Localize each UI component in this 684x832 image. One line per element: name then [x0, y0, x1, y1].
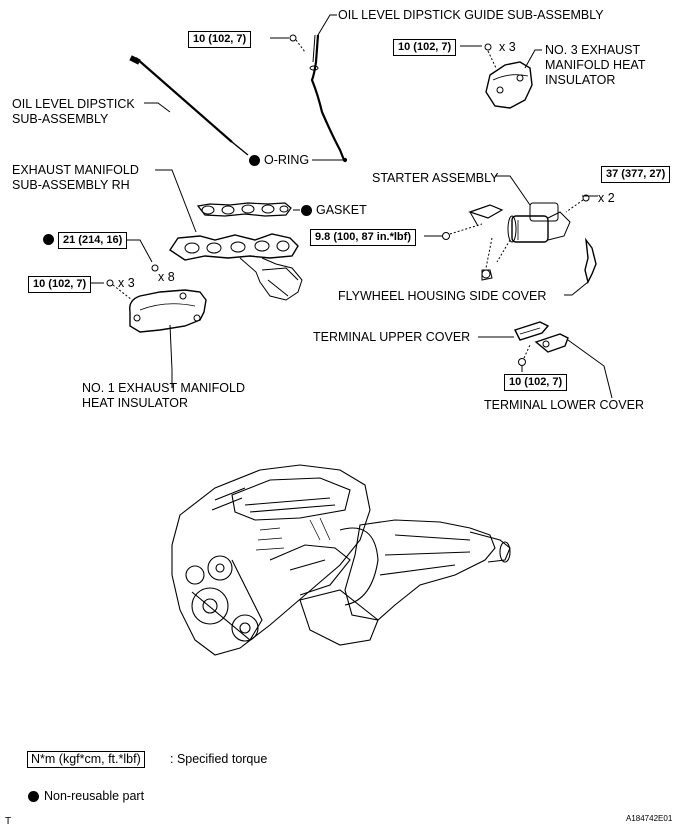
gasket-label: GASKET — [316, 203, 367, 217]
gasket-non-reusable-icon — [301, 205, 312, 216]
legend-torque-unit: N*m (kgf*cm, ft.*lbf) — [27, 751, 145, 768]
dipstick-illustration — [129, 55, 249, 156]
insulator-1-illustration — [129, 289, 207, 333]
terminal-lower-cover-illustration — [534, 333, 569, 353]
insulator1-label-2: HEAT INSULATOR — [82, 396, 189, 410]
legend-non-reusable-icon — [28, 791, 39, 802]
terminal-upper-label: TERMINAL UPPER COVER — [313, 330, 471, 344]
manifold-nut-icon — [125, 239, 159, 272]
terminal-lower-label: TERMINAL LOWER COVER — [484, 398, 644, 412]
insulator3-qty: x 3 — [499, 40, 516, 54]
starter-label: STARTER ASSEMBLY — [372, 171, 499, 185]
footer-mark: T — [5, 816, 12, 827]
insulator1-label-1: NO. 1 EXHAUST MANIFOLD — [82, 381, 245, 395]
flywheel-cover-illustration — [481, 237, 597, 285]
insulator3-label-3: INSULATOR — [545, 73, 616, 87]
manifold-nut-qty: x 8 — [158, 270, 175, 284]
o-ring-label: O-RING — [264, 153, 310, 167]
guide-bolt-icon — [270, 34, 306, 53]
insulator3-label-1: NO. 3 EXHAUST — [545, 43, 641, 57]
manifold-label-1: EXHAUST MANIFOLD — [12, 163, 139, 177]
starter-bolt-qty: x 2 — [598, 191, 615, 205]
o-ring-non-reusable-icon — [249, 155, 260, 166]
gasket-illustration — [196, 202, 292, 217]
dipstick-label-2: SUB-ASSEMBLY — [12, 112, 109, 126]
flywheel-cover-label: FLYWHEEL HOUSING SIDE COVER — [338, 289, 547, 303]
manifold-nut-torque: 21 (214, 16) — [58, 232, 128, 249]
legend-torque-desc: : Specified torque — [170, 752, 268, 766]
insulator1-qty: x 3 — [118, 276, 135, 290]
insulator3-bolt-torque: 10 (102, 7) — [393, 39, 457, 56]
terminal-nut-torque: 10 (102, 7) — [504, 374, 568, 391]
legend-non-reusable-text: Non-reusable part — [44, 789, 145, 803]
dipstick-guide-illustration — [309, 34, 346, 161]
dipstick-label-1: OIL LEVEL DIPSTICK — [12, 97, 135, 111]
starter-bolt-torque: 37 (377, 27) — [601, 166, 671, 183]
engine-assembly-illustration — [171, 464, 511, 656]
dipstick-guide-label: OIL LEVEL DIPSTICK GUIDE SUB-ASSEMBLY — [338, 8, 604, 22]
insulator1-bolt-torque: 10 (102, 7) — [28, 276, 92, 293]
starter-nut-torque: 9.8 (100, 87 in.*lbf) — [310, 229, 416, 246]
exhaust-manifold-illustration — [169, 233, 303, 301]
insulator3-label-2: MANIFOLD HEAT — [545, 58, 646, 72]
figure-code: A184742E01 — [626, 814, 673, 823]
manifold-label-2: SUB-ASSEMBLY RH — [12, 178, 130, 192]
manifold-nut-non-reusable-icon — [43, 234, 54, 245]
insulator-3-illustration — [485, 61, 533, 109]
starter-illustration — [507, 202, 571, 243]
guide-bolt-torque: 10 (102, 7) — [188, 31, 252, 48]
terminal-upper-cover-illustration — [514, 321, 550, 341]
